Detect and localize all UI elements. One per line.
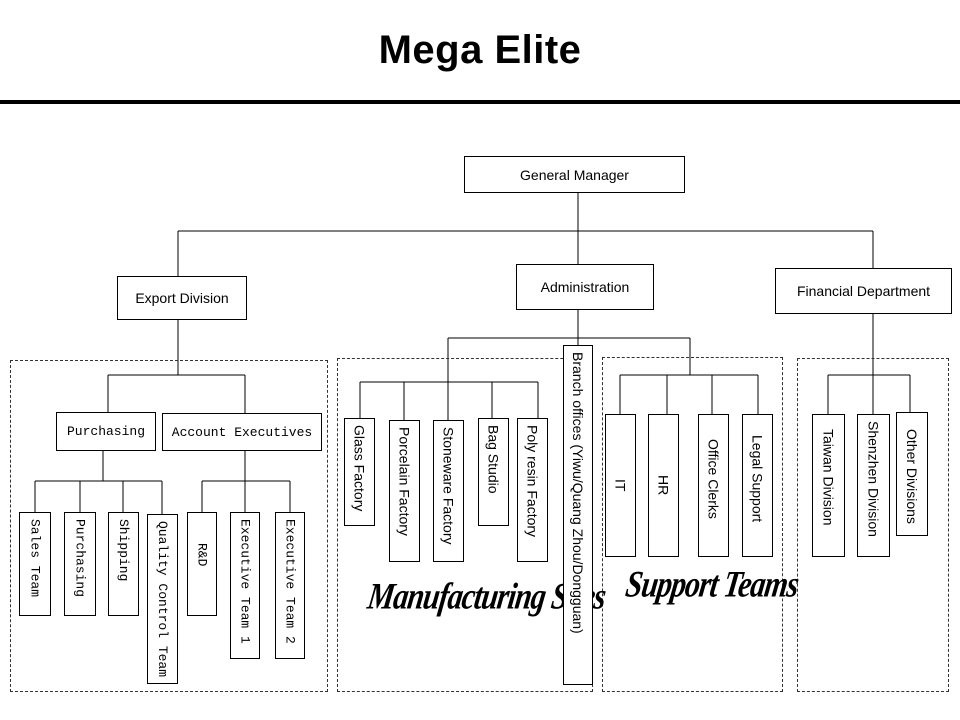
manufacturing-sites-zone [337,358,593,692]
branch-offices-box: Branch offices (Yiwu/Quang Zhou/Dongguan… [563,345,593,685]
support-label: Office Clerks [705,439,722,519]
financial-group-zone [797,358,949,692]
title-underline [0,100,960,104]
division-label: Taiwan Division [820,429,837,526]
support-box-it: IT [605,414,636,557]
support-label: IT [612,479,629,492]
support-box-office-clerks: Office Clerks [698,414,729,557]
site-box-glass: Glass Factory [344,418,375,526]
branch-offices-label: Branch offices (Yiwu/Quang Zhou/Dongguan… [570,352,586,634]
division-box-taiwan: Taiwan Division [812,414,845,557]
administration-box: Administration [516,264,654,310]
team-label: Executive Team 2 [282,519,298,644]
site-label: Poly resin Factory [524,425,541,538]
team-label: Executive Team 1 [237,519,253,644]
team-label: Quality Control Team [155,521,170,678]
general-manager-box: General Manager [464,156,685,193]
division-box-shenzhen: Shenzhen Division [857,414,890,557]
division-label: Other Divisions [904,429,920,524]
financial-department-box: Financial Department [775,268,952,314]
team-box-executive-2: Executive Team 2 [275,512,305,659]
site-box-poly-resin: Poly resin Factory [517,418,548,562]
team-box-quality-control: Quality Control Team [147,514,178,684]
team-label: Shipping [116,519,131,582]
site-box-bag-studio: Bag Studio [478,418,509,526]
team-label: Sales Team [27,519,43,598]
team-box-sales: Sales Team [19,512,51,616]
team-box-executive-1: Executive Team 1 [230,512,260,659]
purchasing-box: Purchasing [56,412,156,451]
support-teams-zone [602,357,783,692]
site-label: Glass Factory [351,425,368,512]
support-label: HR [655,475,672,496]
support-teams-label: Support Teams [623,563,801,605]
team-box-purchasing: Purchasing [64,512,96,616]
site-label: Bag Studio [485,425,502,494]
export-division-box: Export Division [117,276,247,320]
chart-title: Mega Elite [378,28,582,72]
site-label: Porcelain Factory [396,427,413,536]
site-label: Stoneware Factory [440,427,457,545]
team-box-shipping: Shipping [108,512,139,616]
site-box-porcelain: Porcelain Factory [389,420,420,562]
team-label: Purchasing [72,519,88,598]
division-label: Shenzhen Division [865,421,882,537]
export-group-zone [10,360,328,692]
team-label: R&D [194,543,210,567]
team-box-rnd: R&D [187,512,217,616]
support-label: Legal Support [749,435,766,523]
site-box-stoneware: Stoneware Factory [433,420,464,562]
support-box-hr: HR [648,414,679,557]
account-executives-box: Account Executives [162,413,322,451]
division-box-other: Other Divisions [896,412,928,536]
support-box-legal: Legal Support [742,414,773,557]
